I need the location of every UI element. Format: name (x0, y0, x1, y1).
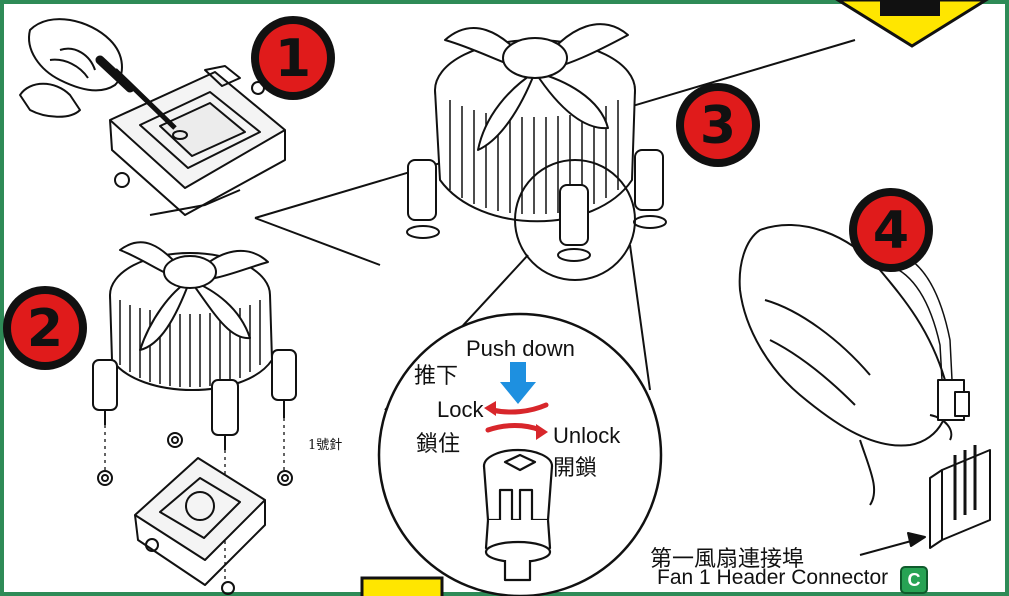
board-pin-front (557, 184, 591, 262)
step-number-2: 2 (27, 299, 63, 359)
step-number-4: 4 (873, 201, 909, 261)
push-down-arrow-icon (500, 362, 536, 404)
step3-illustration (254, 23, 856, 411)
lock-label-zh: 鎖住 (416, 432, 461, 457)
lock-label: Lock (437, 397, 484, 422)
step-number-1: 1 (275, 29, 311, 89)
connector-label: Fan 1 Header Connector (657, 566, 889, 589)
zoom-callout (377, 312, 663, 596)
step-number-3: 3 (700, 96, 736, 156)
connector-label-zh: 第一風扇連接埠 (650, 547, 805, 572)
unlock-label: Unlock (553, 423, 621, 448)
unlock-arrow-icon (485, 423, 548, 440)
step-badge-3: 3 (676, 83, 760, 167)
push-pin-left (92, 359, 118, 425)
push-down-label-zh: 推下 (414, 364, 459, 389)
step1-illustration (19, 18, 286, 216)
unlock-label-zh: 開鎖 (553, 456, 598, 481)
zoom-source-circle (514, 159, 636, 281)
lock-arrow-icon (484, 401, 549, 416)
push-pin-front (211, 379, 239, 450)
board-pin-right (633, 149, 667, 229)
corner-diamond-icon (835, 0, 989, 48)
push-pin-right (271, 349, 297, 418)
bottom-tab-icon (360, 576, 444, 596)
step-badge-2: 2 (3, 286, 87, 370)
push-down-label: Push down (466, 336, 575, 361)
step4-illustration (738, 224, 991, 556)
pin-one-label: 1號針 (308, 438, 343, 453)
step-badge-1: 1 (251, 16, 335, 100)
step-badge-4: 4 (849, 188, 933, 272)
connector-badge: C (900, 566, 928, 594)
push-pin-enlarged (482, 448, 554, 582)
step2-illustration (92, 241, 297, 595)
board-pin-left (406, 159, 440, 239)
top-green-bar (0, 0, 1009, 4)
